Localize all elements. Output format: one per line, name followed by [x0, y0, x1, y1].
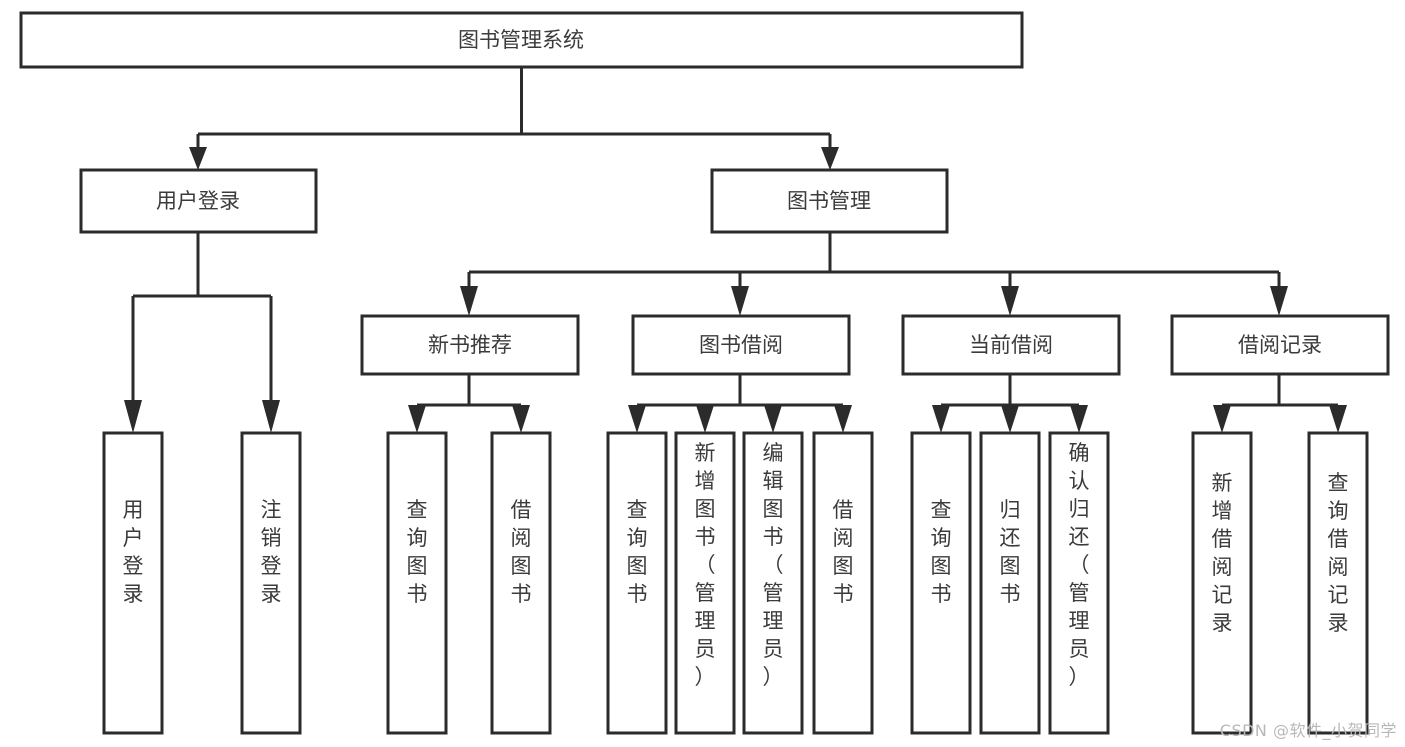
node-book-management[interactable]: 图书管理 [710, 168, 949, 234]
leaf-user-logout[interactable]: 注销登录 [240, 431, 302, 735]
arrowhead-leaf-confirm-return [1070, 405, 1088, 433]
leaf-query-record[interactable]: 查询借阅记录 [1307, 431, 1369, 735]
node-book-management-label: 图书管理 [787, 189, 871, 213]
csdn-watermark: CSDN @软件_小贺同学 [1219, 721, 1397, 740]
arrowhead-leaf-query-record [1329, 405, 1347, 433]
leaf-query-book-1-label: 查询图书 [407, 498, 428, 606]
leaf-query-book-2[interactable]: 查询图书 [606, 431, 668, 735]
leaf-query-book-1-box[interactable] [386, 431, 448, 735]
arrowhead-leaf-borrow-book-1 [512, 405, 530, 433]
leaf-borrow-book-1-label: 借阅图书 [511, 498, 532, 606]
arrowhead-current-borrow [1001, 286, 1019, 316]
node-root-label: 图书管理系统 [458, 28, 584, 52]
arrowhead-leaf-add-record [1213, 405, 1231, 433]
arrowhead-leaf-return-book [1001, 405, 1019, 433]
node-book-management-box[interactable] [710, 168, 949, 234]
node-new-book-recommend-label: 新书推荐 [428, 333, 512, 357]
leaf-borrow-book-1[interactable]: 借阅图书 [490, 431, 552, 735]
leaf-add-book-box[interactable] [674, 431, 736, 735]
leaf-user-login-label: 用户登录 [123, 498, 144, 606]
connector-group-user-login [124, 232, 280, 433]
node-book-borrow-box[interactable] [631, 314, 851, 376]
leaf-return-book[interactable]: 归还图书 [979, 431, 1041, 735]
node-user-login[interactable]: 用户登录 [79, 168, 318, 234]
node-root[interactable]: 图书管理系统 [19, 11, 1024, 69]
leaf-confirm-return[interactable]: 确认归还（管理员） [1048, 431, 1110, 735]
leaf-return-book-box[interactable] [979, 431, 1041, 735]
leaf-query-record-label: 查询借阅记录 [1328, 471, 1349, 635]
arrowhead-leaf-add-book [696, 405, 714, 433]
leaf-borrow-book-2-label: 借阅图书 [833, 498, 854, 606]
connector-group-book-management [460, 232, 1288, 316]
leaf-query-book-2-label: 查询图书 [627, 498, 648, 606]
leaf-query-book-1[interactable]: 查询图书 [386, 431, 448, 735]
arrowhead-leaf-user-logout [262, 400, 280, 433]
node-new-book-recommend[interactable]: 新书推荐 [360, 314, 580, 376]
leaf-add-record[interactable]: 新增借阅记录 [1191, 431, 1253, 735]
leaf-borrow-book-2[interactable]: 借阅图书 [812, 431, 874, 735]
leaf-user-login[interactable]: 用户登录 [102, 431, 164, 735]
connector-group-borrow-record [1213, 374, 1347, 433]
arrowhead-leaf-user-login [124, 400, 142, 433]
arrowhead-user-login [189, 147, 207, 170]
node-current-borrow-box[interactable] [901, 314, 1121, 376]
leaf-return-book-label: 归还图书 [1000, 498, 1021, 606]
leaf-query-book-2-box[interactable] [606, 431, 668, 735]
arrowhead-leaf-borrow-book-2 [834, 405, 852, 433]
leaf-edit-book-box[interactable] [742, 431, 804, 735]
arrowhead-leaf-edit-book [764, 405, 782, 433]
leaf-user-login-box[interactable] [102, 431, 164, 735]
arrowhead-leaf-query-book-3 [932, 405, 950, 433]
node-root-box[interactable] [19, 11, 1024, 69]
leaf-edit-book[interactable]: 编辑图书（管理员） [742, 431, 804, 735]
leaf-add-book[interactable]: 新增图书（管理员） [674, 431, 736, 735]
leaf-confirm-return-box[interactable] [1048, 431, 1110, 735]
connector-group-new-book [408, 374, 530, 433]
node-user-login-label: 用户登录 [156, 189, 240, 213]
leaf-query-record-box[interactable] [1307, 431, 1369, 735]
node-borrow-record[interactable]: 借阅记录 [1170, 314, 1390, 376]
leaf-user-logout-box[interactable] [240, 431, 302, 735]
node-current-borrow[interactable]: 当前借阅 [901, 314, 1121, 376]
leaf-edit-book-label: 编辑图书（管理员） [763, 441, 784, 689]
connector-group-book-borrow [628, 374, 852, 433]
leaf-add-book-label: 新增图书（管理员） [695, 441, 716, 689]
leaf-add-record-box[interactable] [1191, 431, 1253, 735]
leaf-query-book-3-label: 查询图书 [931, 498, 952, 606]
leaf-query-book-3[interactable]: 查询图书 [910, 431, 972, 735]
node-book-borrow[interactable]: 图书借阅 [631, 314, 851, 376]
arrowhead-book-borrow [731, 286, 749, 316]
leaf-query-book-3-box[interactable] [910, 431, 972, 735]
node-borrow-record-label: 借阅记录 [1238, 333, 1322, 357]
node-borrow-record-box[interactable] [1170, 314, 1390, 376]
arrowhead-leaf-query-book-1 [408, 405, 426, 433]
leaf-borrow-book-1-box[interactable] [490, 431, 552, 735]
leaf-borrow-book-2-box[interactable] [812, 431, 874, 735]
arrowhead-leaf-query-book-2 [628, 405, 646, 433]
leaf-user-logout-label: 注销登录 [261, 498, 282, 606]
arrowhead-borrow-record [1270, 286, 1288, 316]
arrowhead-new-book [460, 286, 478, 316]
connector-group-current-borrow [932, 374, 1088, 433]
leaf-confirm-return-label: 确认归还（管理员） [1069, 441, 1090, 689]
connector-group-root [189, 67, 839, 170]
node-new-book-recommend-box[interactable] [360, 314, 580, 376]
leaf-add-record-label: 新增借阅记录 [1212, 471, 1233, 635]
arrowhead-book-management [821, 147, 839, 170]
node-user-login-box[interactable] [79, 168, 318, 234]
node-current-borrow-label: 当前借阅 [969, 333, 1053, 357]
node-book-borrow-label: 图书借阅 [699, 333, 783, 357]
